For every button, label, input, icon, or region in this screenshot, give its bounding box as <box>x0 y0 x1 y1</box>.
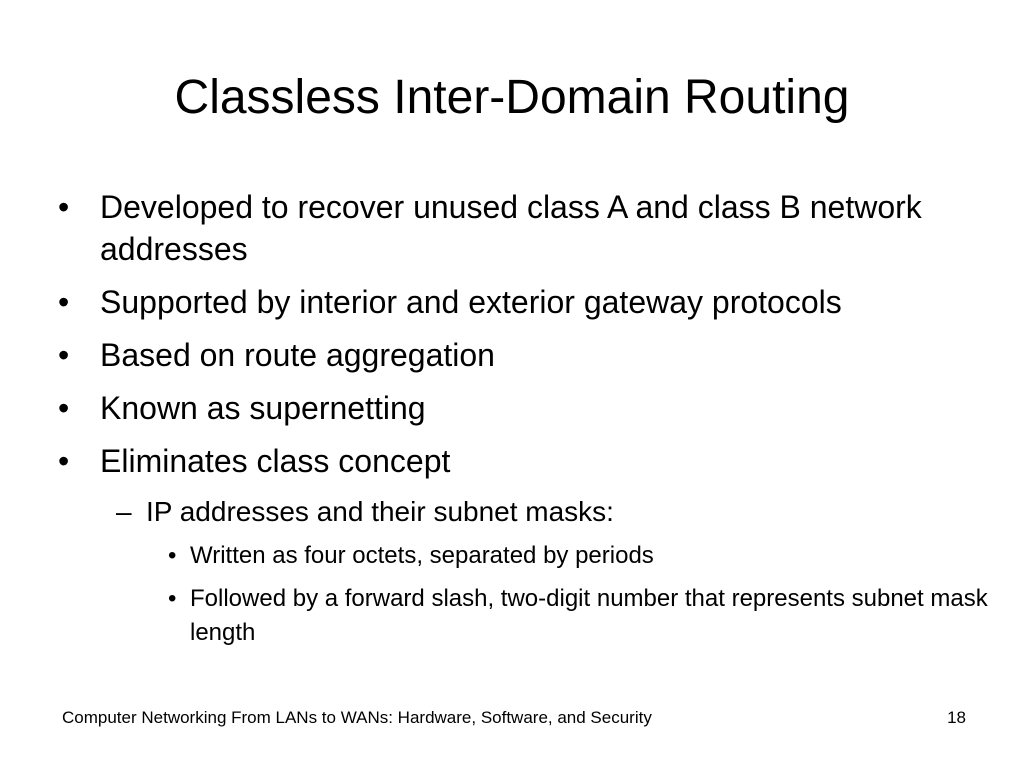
bullet-text: Developed to recover unused class A and … <box>100 189 922 267</box>
bullet-list: • Developed to recover unused class A an… <box>58 186 988 659</box>
bullet-item: • Known as supernetting <box>58 387 988 429</box>
bullet-item: • Supported by interior and exterior gat… <box>58 281 988 323</box>
bullet-text: Known as supernetting <box>100 390 426 426</box>
sub-sub-bullet-text: Written as four octets, separated by per… <box>190 542 654 569</box>
bullet-marker: • <box>168 585 177 612</box>
bullet-marker: • <box>58 337 70 373</box>
bullet-marker: • <box>58 443 70 479</box>
bullet-marker: • <box>58 189 70 225</box>
sub-sub-bullet-item: • Followed by a forward slash, two-digit… <box>58 582 988 650</box>
slide-title: Classless Inter-Domain Routing <box>174 71 850 124</box>
page-number: 18 <box>947 708 966 727</box>
bullet-text: Supported by interior and exterior gatew… <box>100 284 842 320</box>
bullet-item: • Eliminates class concept <box>58 440 988 482</box>
bullet-text: Based on route aggregation <box>100 337 495 373</box>
bullet-text: Eliminates class concept <box>100 443 451 479</box>
bullet-marker: • <box>58 390 70 426</box>
sub-sub-bullet-item: • Written as four octets, separated by p… <box>58 539 988 573</box>
sub-bullet-text: IP addresses and their subnet masks: <box>146 496 614 527</box>
sub-bullet-item: – IP addresses and their subnet masks: <box>58 493 988 531</box>
sub-sub-bullet-text: Followed by a forward slash, two-digit n… <box>190 585 988 646</box>
bullet-marker: • <box>58 284 70 320</box>
bullet-marker: • <box>168 542 177 569</box>
dash-marker: – <box>116 496 132 527</box>
footer-text: Computer Networking From LANs to WANs: H… <box>62 708 652 727</box>
bullet-item: • Based on route aggregation <box>58 334 988 376</box>
bullet-item: • Developed to recover unused class A an… <box>58 186 988 270</box>
